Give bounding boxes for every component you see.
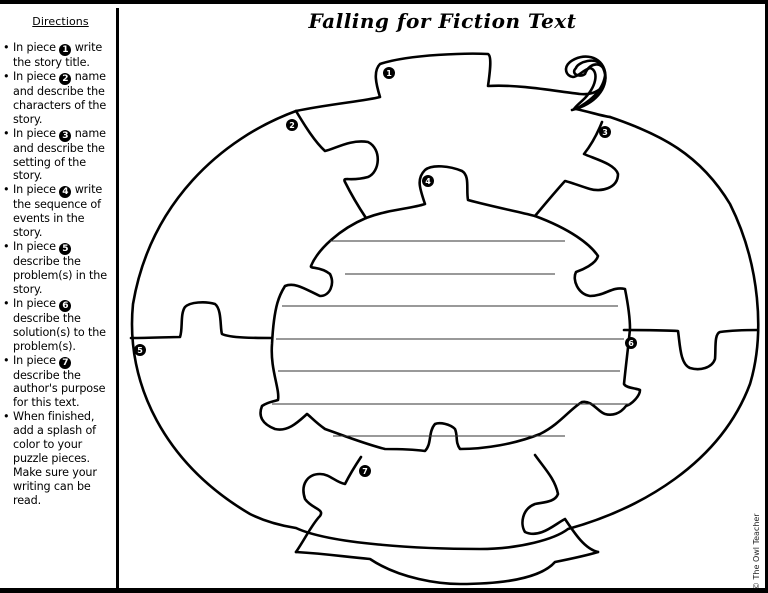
- direction-item-5: • In piece 5 describe the problem(s) in …: [3, 240, 112, 297]
- piece-1-outline: [294, 52, 612, 119]
- number-badge-5-icon: 5: [59, 243, 72, 256]
- svg-text:2: 2: [289, 121, 295, 130]
- svg-text:5: 5: [137, 346, 143, 355]
- writing-lines: [272, 240, 630, 437]
- bullet-icon: •: [3, 69, 10, 83]
- piece-6-divider: [622, 328, 760, 371]
- direction-item-6: • In piece 6 describe the solution(s) to…: [3, 297, 112, 354]
- piece-marker-4-icon: 4: [422, 175, 434, 187]
- bottom-lobe: [294, 550, 600, 586]
- direction-text: When finished, add a splash of color to …: [13, 410, 97, 507]
- piece-marker-1-icon: 1: [383, 67, 395, 79]
- copyright-notice: © The Owl Teacher: [752, 513, 761, 590]
- direction-prefix: In piece: [13, 69, 56, 83]
- direction-text: write the story title.: [13, 41, 103, 69]
- directions-sidebar: Directions • In piece 1 write the story …: [0, 8, 119, 592]
- number-badge-4-icon: 4: [59, 186, 72, 199]
- direction-item-2: • In piece 2 name and describe the chara…: [3, 70, 112, 127]
- direction-item-4: • In piece 4 write the sequence of event…: [3, 183, 112, 240]
- bullet-icon: •: [3, 353, 10, 367]
- direction-prefix: In piece: [13, 353, 56, 367]
- number-badge-2-icon: 2: [59, 72, 72, 85]
- piece-marker-7-icon: 7: [359, 465, 371, 477]
- direction-item-7: • In piece 7 describe the author's purpo…: [3, 354, 112, 411]
- page-title: Falling for Fiction Text: [308, 9, 577, 33]
- bullet-icon: •: [3, 240, 10, 254]
- piece-7-divider-right: [521, 453, 600, 554]
- piece-4-outline: [259, 165, 642, 453]
- direction-prefix: In piece: [13, 41, 56, 54]
- piece-marker-2-icon: 2: [286, 119, 298, 131]
- direction-text: describe the solution(s) to the problem(…: [13, 311, 106, 353]
- direction-item-3: • In piece 3 name and describe the setti…: [3, 127, 112, 184]
- bullet-icon: •: [3, 41, 10, 54]
- direction-text: write the sequence of events in the stor…: [13, 183, 103, 240]
- direction-prefix: In piece: [13, 183, 56, 197]
- svg-text:3: 3: [602, 128, 608, 137]
- piece-7-divider-left: [294, 455, 363, 554]
- svg-text:6: 6: [628, 339, 634, 348]
- piece-marker-3-icon: 3: [599, 126, 611, 138]
- direction-text: describe the author's purpose for this t…: [13, 368, 106, 410]
- svg-text:4: 4: [425, 177, 431, 186]
- piece-number-markers: 1 2 3 4 5 6 7: [134, 67, 637, 477]
- svg-text:1: 1: [386, 69, 392, 78]
- directions-list: • In piece 1 write the story title. • In…: [3, 41, 112, 508]
- direction-prefix: In piece: [13, 296, 56, 310]
- direction-item-finish: • When finished, add a splash of color t…: [3, 410, 112, 507]
- svg-text:7: 7: [362, 467, 368, 476]
- bullet-icon: •: [3, 296, 10, 310]
- directions-heading: Directions: [32, 15, 89, 28]
- direction-prefix: In piece: [13, 240, 56, 254]
- number-badge-6-icon: 6: [59, 299, 72, 312]
- direction-text: describe the problem(s) in the story.: [13, 255, 107, 296]
- piece-5-divider: [129, 301, 274, 340]
- number-badge-3-icon: 3: [59, 129, 72, 142]
- piece-3-divider: [533, 120, 620, 218]
- bullet-icon: •: [3, 126, 10, 140]
- piece-marker-6-icon: 6: [625, 337, 637, 349]
- direction-prefix: In piece: [13, 126, 56, 140]
- bullet-icon: •: [3, 183, 10, 197]
- direction-item-1: • In piece 1 write the story title.: [3, 41, 112, 70]
- direction-text: name and describe the setting of the sto…: [13, 126, 106, 183]
- stem-curl: [564, 55, 607, 112]
- pumpkin-outline: [130, 109, 760, 551]
- piece-2-divider: [294, 109, 380, 220]
- number-badge-1-icon: 1: [59, 44, 72, 56]
- bullet-icon: •: [3, 410, 10, 424]
- pumpkin-puzzle-diagram: 1 2 3 4 5 6 7: [129, 52, 760, 586]
- number-badge-7-icon: 7: [59, 356, 72, 369]
- piece-marker-5-icon: 5: [134, 344, 146, 356]
- direction-text: name and describe the characters of the …: [13, 69, 107, 126]
